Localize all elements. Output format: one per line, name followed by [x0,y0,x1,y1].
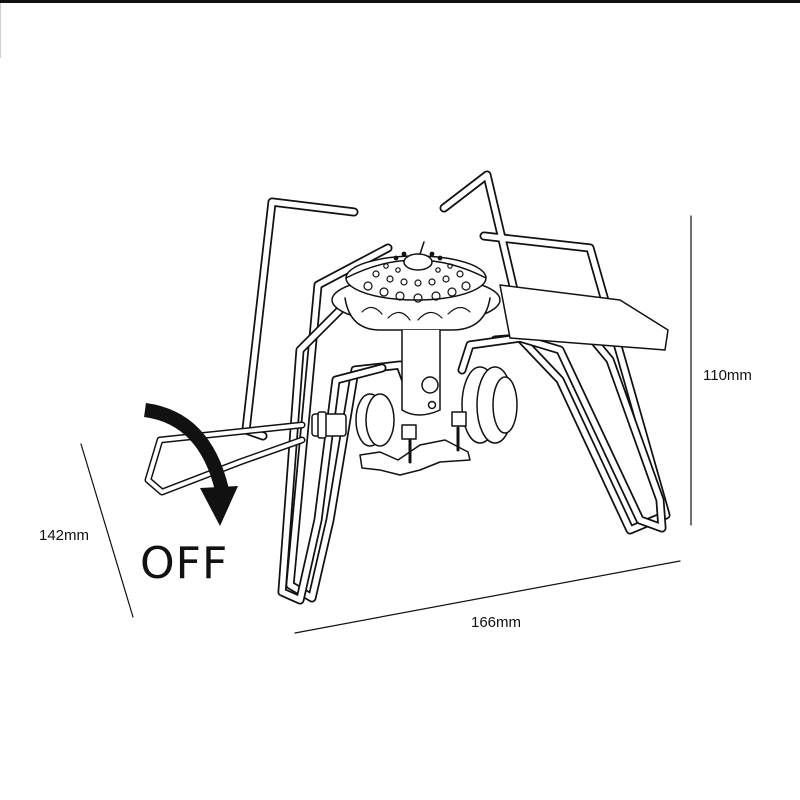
flame-ports [361,306,471,321]
threaded-bolts [408,426,460,464]
wind-plate [499,284,669,351]
dimension-lines [80,215,692,634]
depth-label: 142mm [39,527,90,544]
clockwise-arrow-icon [143,403,238,526]
top-border [0,0,800,3]
burner-head [331,241,501,331]
burner-holes [363,251,471,303]
ignition-handle-inner [146,423,304,494]
manifold [311,411,471,476]
depth-dimension-line [80,443,134,618]
off-instruction-label: OFF [140,538,229,589]
stove-legs-inner [279,297,665,603]
burner-body [401,329,441,416]
height-label: 110mm [703,367,752,384]
width-dimension-line [294,560,681,634]
pot-support-arms-inner [243,172,669,601]
left-edge [0,3,1,58]
width-label: 166mm [471,614,522,631]
regulator-valves [355,366,518,447]
